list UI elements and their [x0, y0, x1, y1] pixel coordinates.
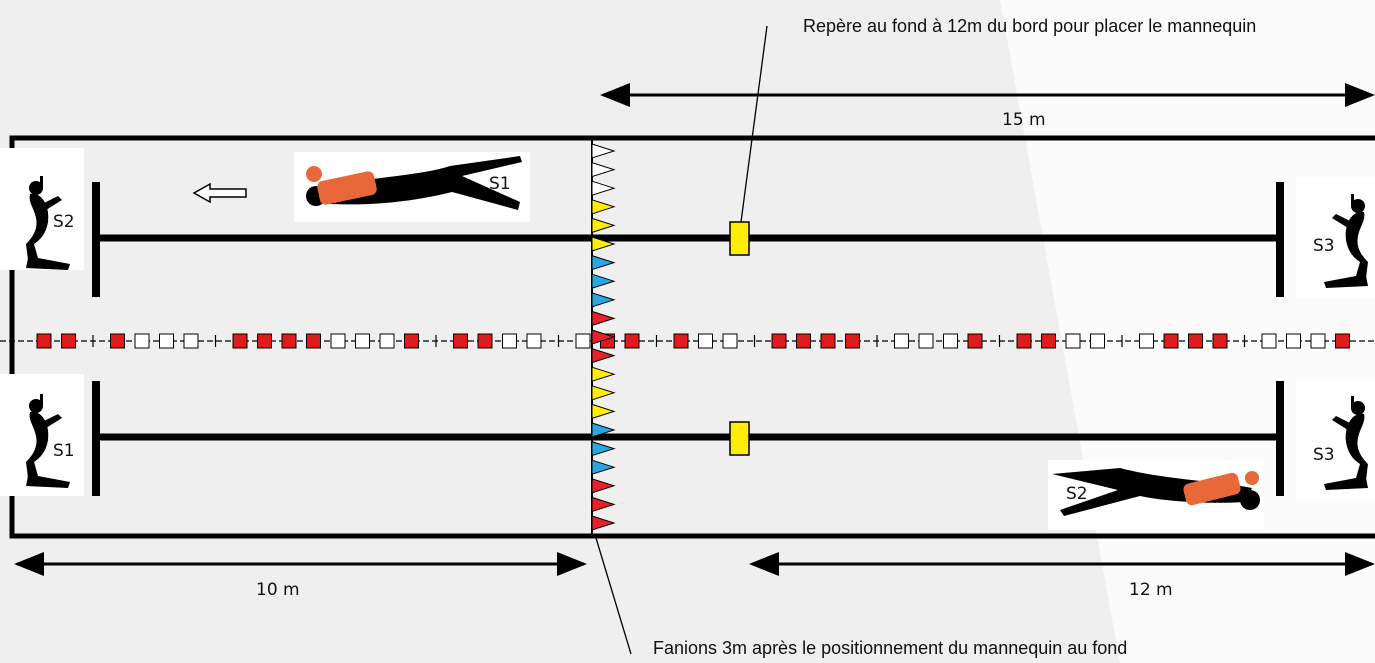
lane-float-red	[967, 333, 983, 349]
lane-float-white	[1286, 333, 1301, 349]
swimmer-label-lane1-left: S2	[53, 212, 75, 232]
lane-float-white	[355, 333, 370, 349]
lane-float-white	[526, 333, 542, 349]
swimmer-label-lane2-right: S3	[1313, 445, 1335, 465]
mannequin-marker-note: Repère au fond à 12m du bord pour placer…	[803, 16, 1257, 36]
dimension-label-bottom-left: 10 m	[256, 580, 300, 600]
lane-float-white	[159, 333, 174, 349]
flag-red	[591, 478, 616, 494]
flag-yellow	[591, 385, 616, 401]
dimension-label-bottom-right: 12 m	[1129, 580, 1173, 600]
lane-float-red	[61, 333, 76, 349]
diver-lane-2-right	[1296, 380, 1375, 500]
lane-rope-floats	[36, 333, 1350, 349]
lane-float-white	[502, 333, 517, 349]
lane-float-red	[1163, 333, 1179, 349]
lane-float-red	[1212, 333, 1228, 349]
mannequin-carrier-lane-2	[1048, 460, 1264, 530]
flag-white	[591, 161, 616, 178]
flag-yellow	[591, 217, 616, 234]
lane-float-white	[894, 333, 909, 349]
flag-red	[591, 347, 616, 364]
flag-red	[591, 496, 616, 513]
lane-float-white	[1261, 333, 1277, 349]
lane-float-red	[404, 333, 419, 349]
lane-float-red	[110, 333, 125, 349]
lane-float-red	[453, 333, 468, 349]
lane-float-red	[1016, 333, 1032, 349]
flag-blue	[591, 292, 616, 308]
diver-lane-1-right	[1296, 178, 1375, 298]
flags-leader-line	[595, 537, 632, 655]
lane-float-red	[36, 333, 52, 349]
lane-float-white	[183, 333, 199, 349]
mannequin-icon	[317, 171, 377, 205]
lane-float-white	[943, 333, 958, 349]
flag-red	[591, 329, 616, 345]
flag-blue	[591, 440, 616, 457]
flag-red	[591, 310, 616, 327]
swimmer-label-lane2-left: S1	[53, 441, 75, 461]
lane-float-red	[796, 333, 811, 349]
lane-float-red	[477, 333, 493, 349]
lane-float-white	[379, 333, 395, 349]
lane-float-red	[845, 333, 860, 349]
lane-float-red	[1188, 333, 1203, 349]
lane-float-red	[771, 333, 787, 349]
flag-white	[591, 180, 616, 196]
lane-float-red	[257, 333, 272, 349]
lane-float-white	[330, 333, 346, 349]
lane-float-red	[1335, 333, 1350, 349]
lane-float-white	[134, 333, 150, 349]
flag-red	[591, 515, 616, 531]
lane-float-white	[722, 333, 738, 349]
flag-yellow	[591, 403, 616, 420]
pool-outline	[9, 135, 1375, 539]
lane-float-red	[281, 333, 297, 349]
lane-float-white	[1310, 333, 1326, 349]
flag-yellow	[591, 366, 616, 382]
flag-blue	[591, 273, 616, 289]
diver-lane-2-left	[0, 374, 84, 496]
mannequin-icon	[1183, 472, 1241, 506]
lane-float-white	[1139, 333, 1154, 349]
lane-float-red	[1041, 333, 1056, 349]
flags	[591, 143, 616, 531]
mannequin-marker-lane-1	[729, 221, 750, 256]
lane-float-red	[306, 333, 321, 349]
lane-float-red	[624, 333, 640, 349]
flag-yellow	[591, 199, 616, 215]
lane-float-white	[575, 333, 591, 349]
diver-lane-1-left	[0, 148, 84, 270]
flag-blue	[591, 254, 616, 271]
flags-note: Fanions 3m après le positionnement du ma…	[653, 638, 1128, 658]
flag-blue	[591, 459, 616, 475]
swimmer-label-lane1-carrier: S1	[489, 174, 511, 194]
swimmer-label-lane2-carrier: S2	[1066, 484, 1088, 504]
swimmer-label-lane1-right: S3	[1313, 236, 1335, 256]
lane-float-white	[1065, 333, 1081, 349]
marker-leader-line	[740, 25, 768, 223]
lane-float-white	[698, 333, 713, 349]
lane-float-white	[918, 333, 934, 349]
dimension-label-top: 15 m	[1002, 110, 1046, 130]
mannequin-marker-lane-2	[729, 421, 750, 456]
mannequin-carrier-lane-1	[294, 152, 530, 222]
flag-yellow	[591, 236, 616, 252]
lane-float-white	[1090, 333, 1105, 349]
lane-float-red	[232, 333, 248, 349]
flag-blue	[591, 422, 616, 438]
swim-direction-arrow-icon	[192, 182, 247, 204]
flag-white	[591, 143, 616, 159]
lane-float-red	[673, 333, 689, 349]
lane-float-red	[820, 333, 836, 349]
